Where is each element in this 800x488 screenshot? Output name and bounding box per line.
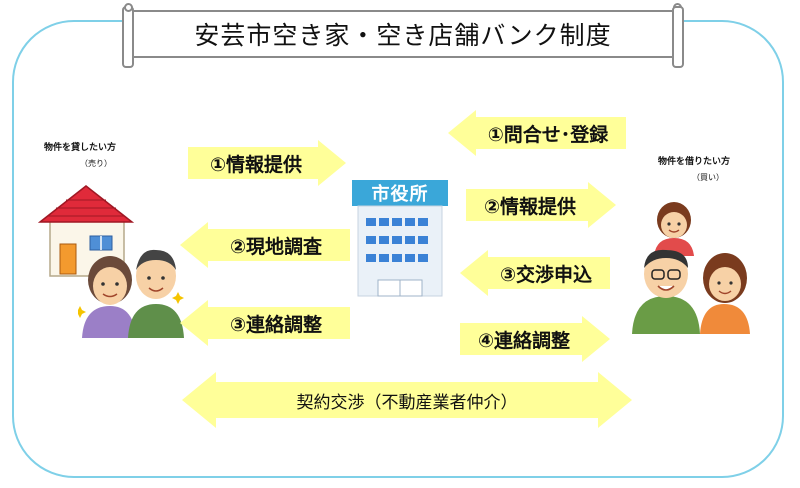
house-illustration <box>38 185 134 277</box>
arrow-buyer-liaison: ④連絡調整 <box>460 316 610 362</box>
arrow-seller-info-provision: ①情報提供 <box>188 140 346 186</box>
seller-sub-label: （売り） <box>80 159 112 168</box>
arrow-label: ③連絡調整 <box>229 313 323 336</box>
arrow-negotiation-application: ③交渉申込 <box>460 250 610 296</box>
buyer-sub-label: （買い） <box>692 173 724 182</box>
seller-label: 物件を貸したい方 <box>44 143 117 153</box>
arrow-inquiry-registration: ①問合せ･登録 <box>448 110 626 156</box>
page-title: 安芸市空き家・空き店舗バンク制度 <box>194 21 612 50</box>
arrow-label: 契約交渉（不動産業者仲介） <box>296 392 518 413</box>
buyer-family-illustration <box>632 202 750 334</box>
arrow-label: ①情報提供 <box>209 153 303 176</box>
seller-couple-illustration <box>78 249 184 338</box>
city-office-label: 市役所 <box>371 184 429 205</box>
arrow-buyer-info-provision: ②情報提供 <box>466 182 616 228</box>
arrow-label: ②情報提供 <box>483 195 577 218</box>
city-office-building: 市役所 <box>352 180 448 298</box>
arrow-label: ②現地調査 <box>229 235 323 258</box>
arrow-seller-liaison: ③連絡調整 <box>180 300 350 346</box>
arrow-contract-negotiation: 契約交渉（不動産業者仲介） <box>182 372 632 428</box>
title-scroll: 安芸市空き家・空き店舗バンク制度 <box>122 3 684 68</box>
buyer-label: 物件を借りたい方 <box>658 157 731 167</box>
arrow-label: ③交渉申込 <box>499 263 593 286</box>
arrow-label: ④連絡調整 <box>477 329 571 352</box>
arrow-label: ①問合せ･登録 <box>487 123 609 146</box>
arrow-site-survey: ②現地調査 <box>180 222 350 268</box>
